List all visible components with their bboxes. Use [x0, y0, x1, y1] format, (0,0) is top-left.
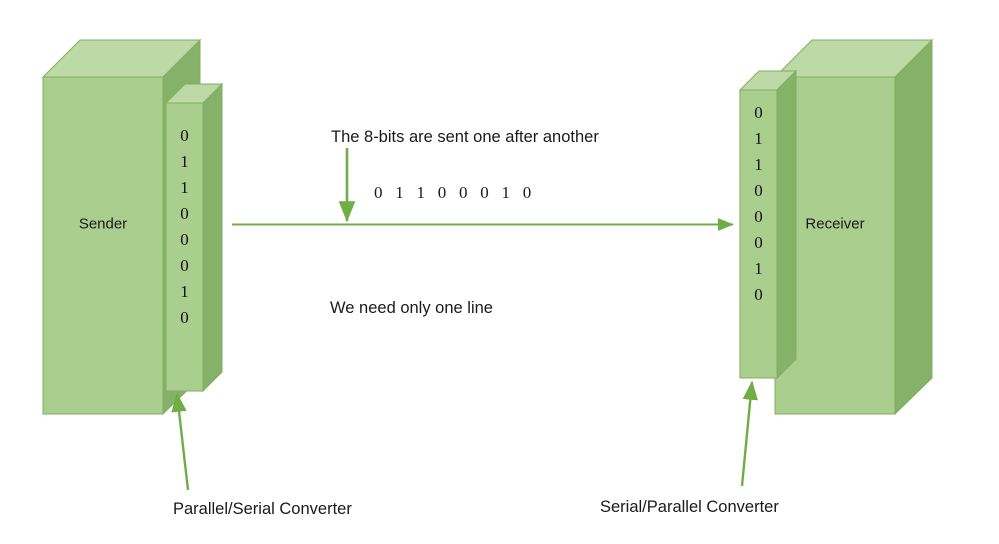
parallel-serial-converter-label: Parallel/Serial Converter: [173, 500, 352, 518]
serial-parallel-converter-label: Serial/Parallel Converter: [600, 498, 779, 516]
sender-bit: 0: [180, 126, 189, 145]
receiver-label: Receiver: [805, 215, 865, 233]
sender-bit: 1: [180, 152, 189, 171]
receiver-bit: 0: [754, 103, 763, 122]
sender-bit: 0: [180, 256, 189, 275]
receiver-bit-list: 0 1 1 0 0 0 1 0: [740, 100, 777, 308]
receiver-bit: 0: [754, 207, 763, 226]
receiver-bit: 0: [754, 181, 763, 200]
top-note-label: The 8-bits are sent one after another: [331, 128, 599, 146]
sender-bitcol-front-face: [165, 102, 204, 392]
sender-bit: 0: [180, 308, 189, 327]
receiver-bit: 0: [754, 233, 763, 252]
parallel-serial-converter-arrow: [171, 392, 190, 491]
receiver-bit-column-3d: [738, 69, 798, 380]
receiver-bit: 1: [754, 259, 763, 278]
sender-box-front-face: [42, 76, 164, 415]
bit-sequence-label: 0 1 1 0 0 0 1 0: [374, 183, 532, 202]
bottom-note-label: We need only one line: [330, 299, 493, 317]
sender-bitcol-side-face: [202, 82, 223, 393]
receiver-bitcol-front-face: [739, 89, 778, 379]
sender-bit-column-3d: [164, 82, 224, 393]
sender-bit: 1: [180, 178, 189, 197]
receiver-box-side-face: [894, 38, 933, 416]
receiver-bit: 1: [754, 155, 763, 174]
sender-bit-list: 0 1 1 0 0 0 1 0: [166, 123, 203, 331]
sender-bit: 1: [180, 282, 189, 301]
sender-bit: 0: [180, 204, 189, 223]
sender-bit: 0: [180, 230, 189, 249]
serial-parallel-converter-arrow: [740, 380, 758, 487]
receiver-bit: 1: [754, 129, 763, 148]
receiver-bit: 0: [754, 285, 763, 304]
sender-label: Sender: [78, 215, 128, 233]
